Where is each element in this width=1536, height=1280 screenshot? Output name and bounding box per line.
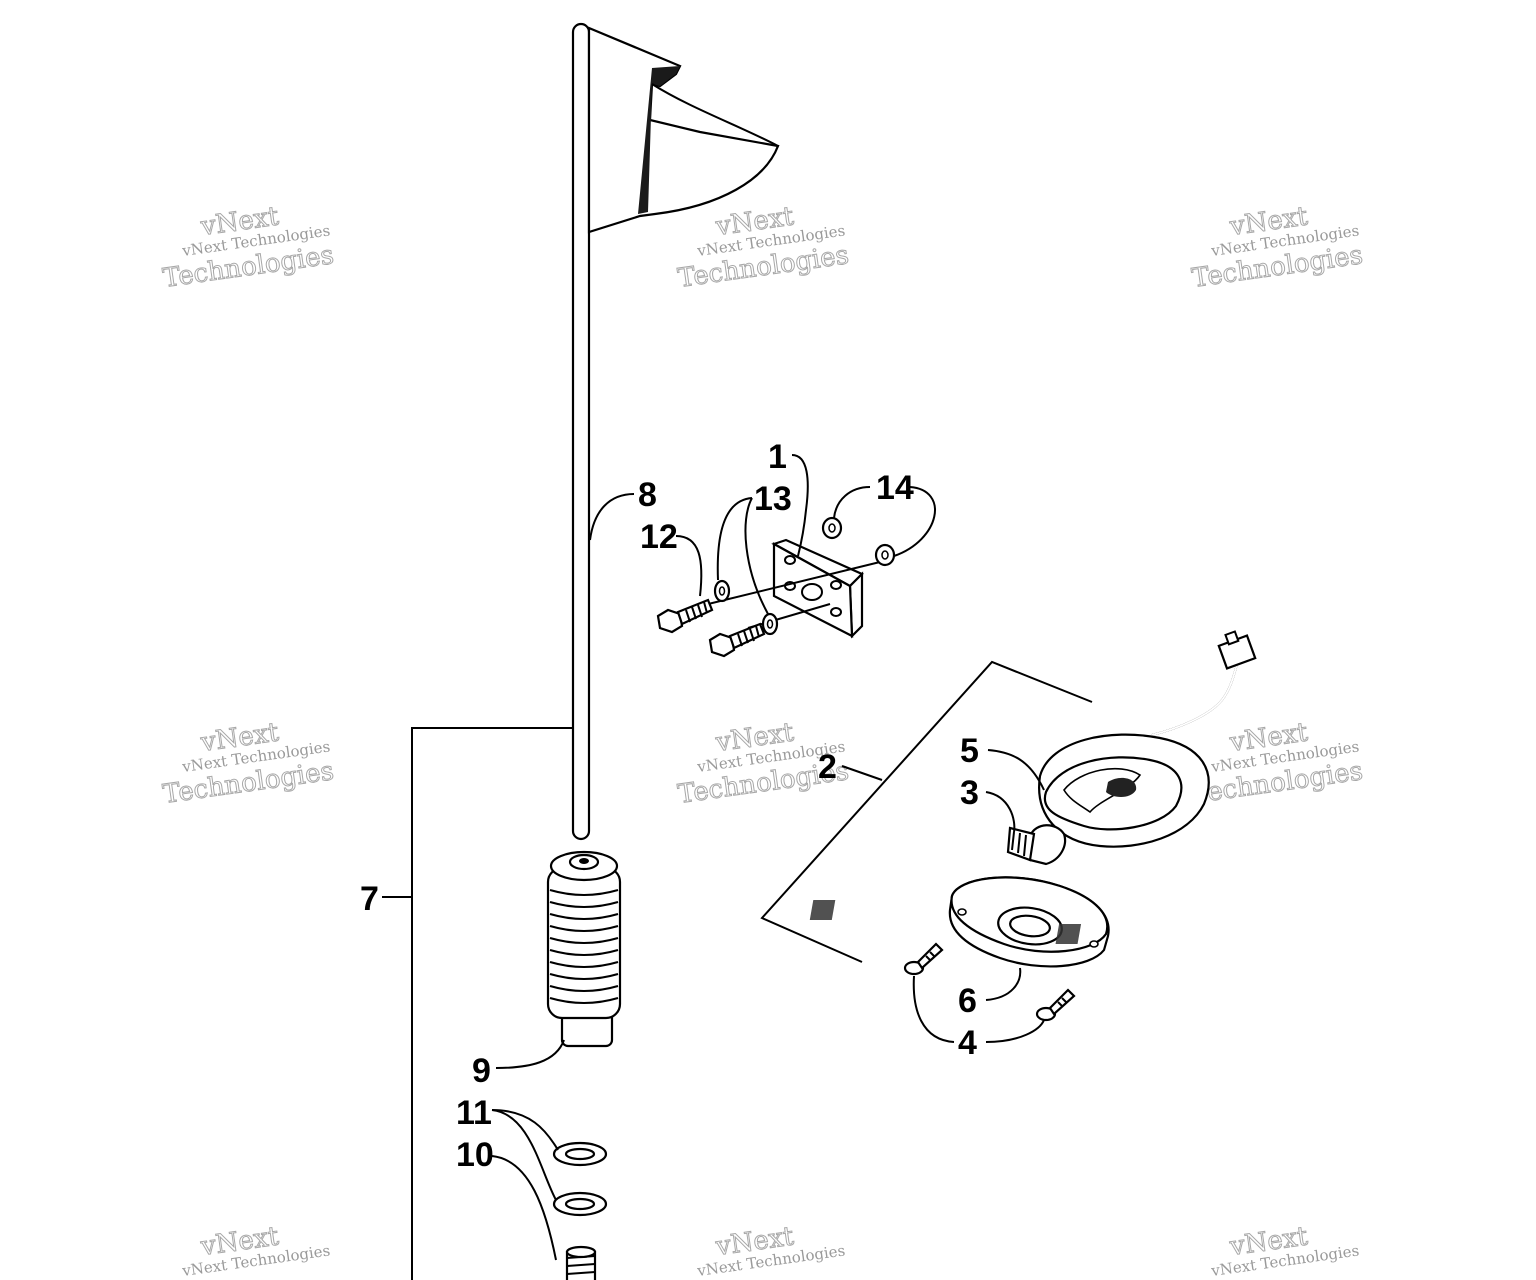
callout-2: 2 — [818, 748, 837, 786]
bellows-boot — [546, 850, 622, 1048]
lens-screw-right — [1035, 988, 1076, 1022]
watermark: vNext vNext Technologies — [1209, 1221, 1360, 1280]
callout-4: 4 — [958, 1024, 977, 1062]
nut-14b — [874, 543, 896, 567]
lamp-bulb — [1006, 824, 1067, 866]
watermark: vNext vNext Technologies Technologies — [676, 201, 852, 294]
watermark: vNext vNext Technologies Technologies — [161, 201, 337, 294]
callout-3: 3 — [960, 774, 979, 812]
watermark: vNext vNext Technologies Technologies — [1190, 717, 1366, 810]
spring-base — [565, 1245, 597, 1280]
callout-14: 14 — [876, 469, 914, 507]
watermark-layer: vNext vNext Technologies Technologies vN… — [161, 201, 1366, 1280]
nut-14a — [821, 516, 843, 540]
callout-7: 7 — [360, 880, 379, 918]
watermark: vNext vNext Technologies Technologies — [161, 717, 337, 810]
watermark: vNext vNext Technologies Technologies — [1190, 201, 1366, 294]
callout-10: 10 — [456, 1136, 494, 1174]
bolt-lower — [708, 622, 766, 658]
flag-fold-shade — [638, 66, 680, 214]
callout-11: 11 — [456, 1094, 492, 1132]
watermark: vNext vNext Technologies — [180, 1221, 331, 1280]
leader-lines — [382, 454, 1045, 1280]
lamp-assembly — [760, 630, 1257, 1022]
lens-screw-left — [903, 942, 944, 976]
mount-bracket-assembly — [656, 516, 896, 658]
callout-8: 8 — [638, 476, 657, 514]
flag-pole-part — [571, 22, 780, 841]
spacer-washers — [552, 1141, 608, 1217]
callout-13: 13 — [754, 480, 792, 518]
flag-pole — [571, 22, 591, 841]
flag-pennant — [587, 26, 780, 234]
callout-12: 12 — [640, 518, 678, 556]
callout-labels: 1 2 3 4 5 6 7 8 9 10 11 12 13 14 — [360, 438, 979, 1174]
callout-1: 1 — [768, 438, 787, 476]
callout-5: 5 — [960, 732, 979, 770]
watermark: vNext vNext Technologies — [695, 1221, 846, 1280]
callout-9: 9 — [472, 1052, 491, 1090]
callout-6: 6 — [958, 982, 977, 1020]
bolt-upper — [656, 598, 714, 634]
lamp-lens — [809, 876, 1110, 968]
lamp-housing — [1038, 733, 1210, 848]
